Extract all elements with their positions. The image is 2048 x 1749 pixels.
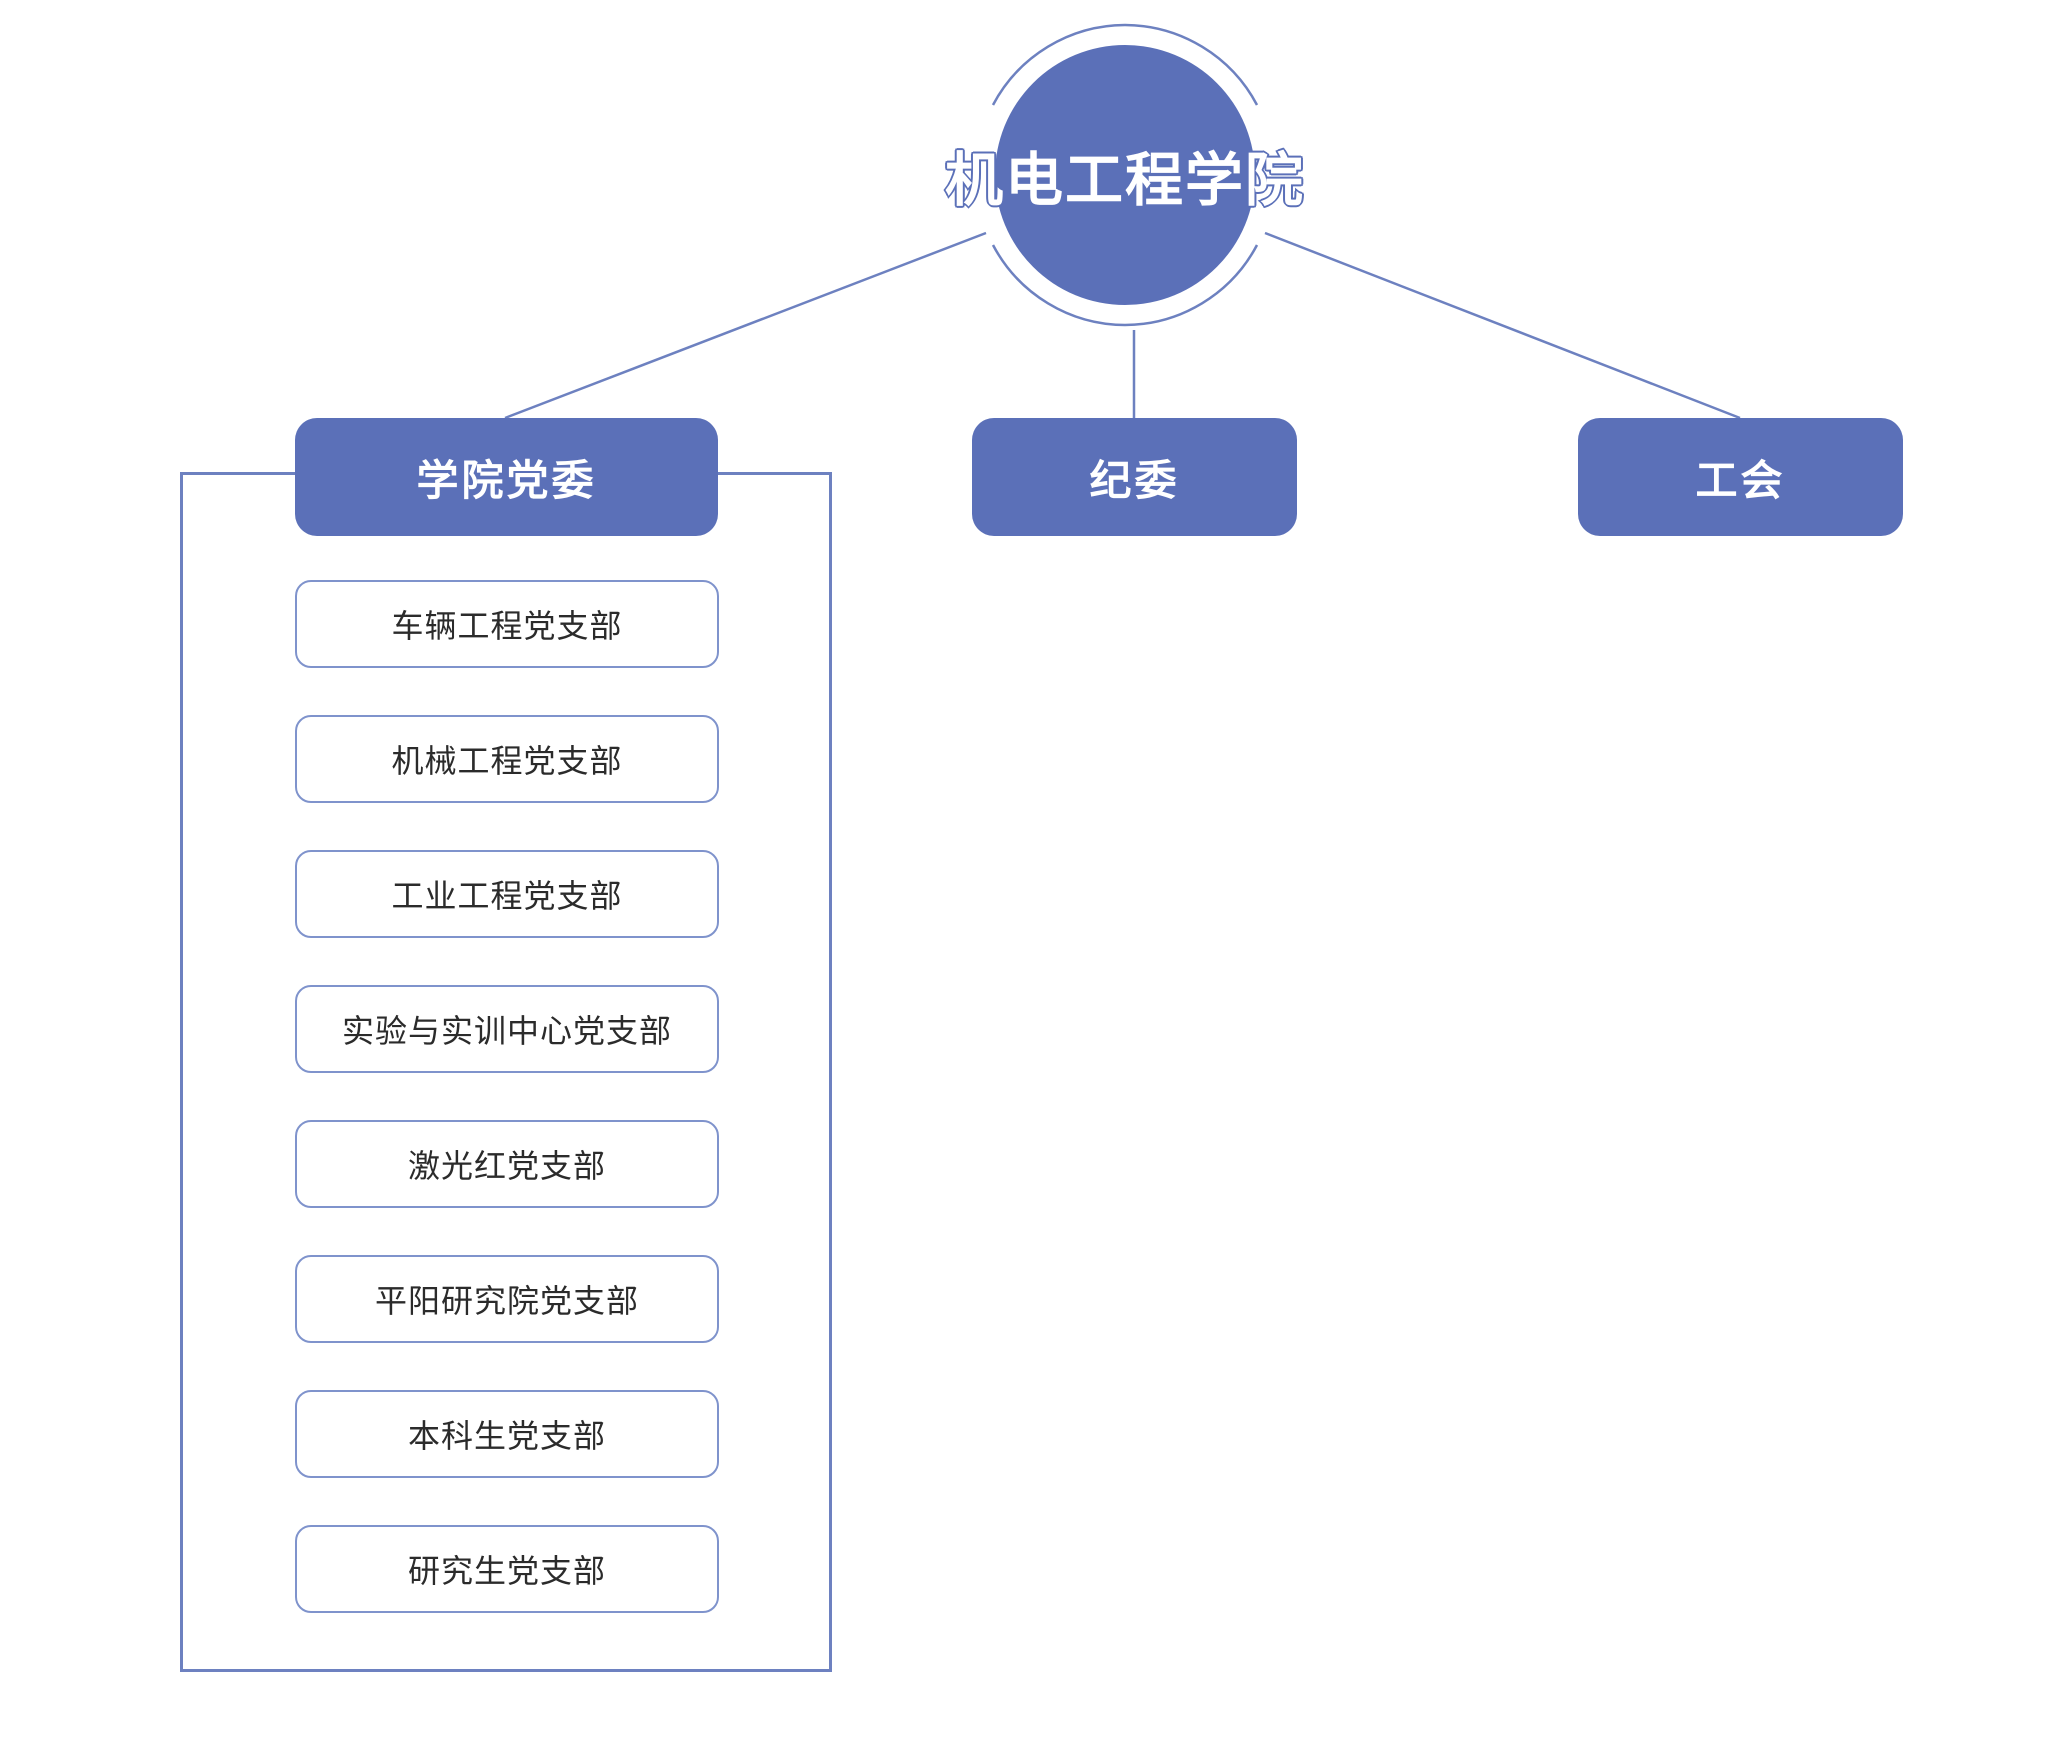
party-branch-list: 车辆工程党支部 机械工程党支部 工业工程党支部 实验与实训中心党支部 激光红党支… bbox=[295, 580, 719, 1613]
edge-root-to-dangwei bbox=[504, 231, 987, 420]
branch-item[interactable]: 研究生党支部 bbox=[295, 1525, 719, 1613]
branch-item-label: 车辆工程党支部 bbox=[391, 608, 623, 644]
branch-item[interactable]: 平阳研究院党支部 bbox=[295, 1255, 719, 1343]
branch-item[interactable]: 本科生党支部 bbox=[295, 1390, 719, 1478]
node-label: 纪委 bbox=[1089, 456, 1180, 504]
edge-root-to-gonghui bbox=[1264, 231, 1741, 420]
node-label: 工会 bbox=[1695, 456, 1786, 504]
branch-item-label: 工业工程党支部 bbox=[391, 878, 623, 914]
branch-item-label: 激光红党支部 bbox=[407, 1148, 606, 1184]
branch-item-label: 机械工程党支部 bbox=[391, 743, 623, 779]
root-node[interactable]: 机电工程学院 bbox=[943, 45, 1305, 305]
branch-item-label: 平阳研究院党支部 bbox=[374, 1283, 639, 1319]
branch-item[interactable]: 实验与实训中心党支部 bbox=[295, 985, 719, 1073]
branch-item-label: 本科生党支部 bbox=[407, 1418, 606, 1454]
branch-item[interactable]: 激光红党支部 bbox=[295, 1120, 719, 1208]
branch-item-label: 研究生党支部 bbox=[407, 1553, 606, 1589]
root-circle bbox=[995, 45, 1255, 305]
branch-item[interactable]: 车辆工程党支部 bbox=[295, 580, 719, 668]
node-jiwei[interactable]: 纪委 bbox=[972, 418, 1297, 536]
branch-item-label: 实验与实训中心党支部 bbox=[341, 1013, 672, 1049]
root-node-label: 机电工程学院 bbox=[943, 147, 1306, 215]
branch-item[interactable]: 工业工程党支部 bbox=[295, 850, 719, 938]
branch-item[interactable]: 机械工程党支部 bbox=[295, 715, 719, 803]
node-gonghui[interactable]: 工会 bbox=[1578, 418, 1903, 536]
node-xueyuan-dangwei[interactable]: 学院党委 bbox=[295, 418, 718, 536]
node-label: 学院党委 bbox=[416, 456, 597, 504]
